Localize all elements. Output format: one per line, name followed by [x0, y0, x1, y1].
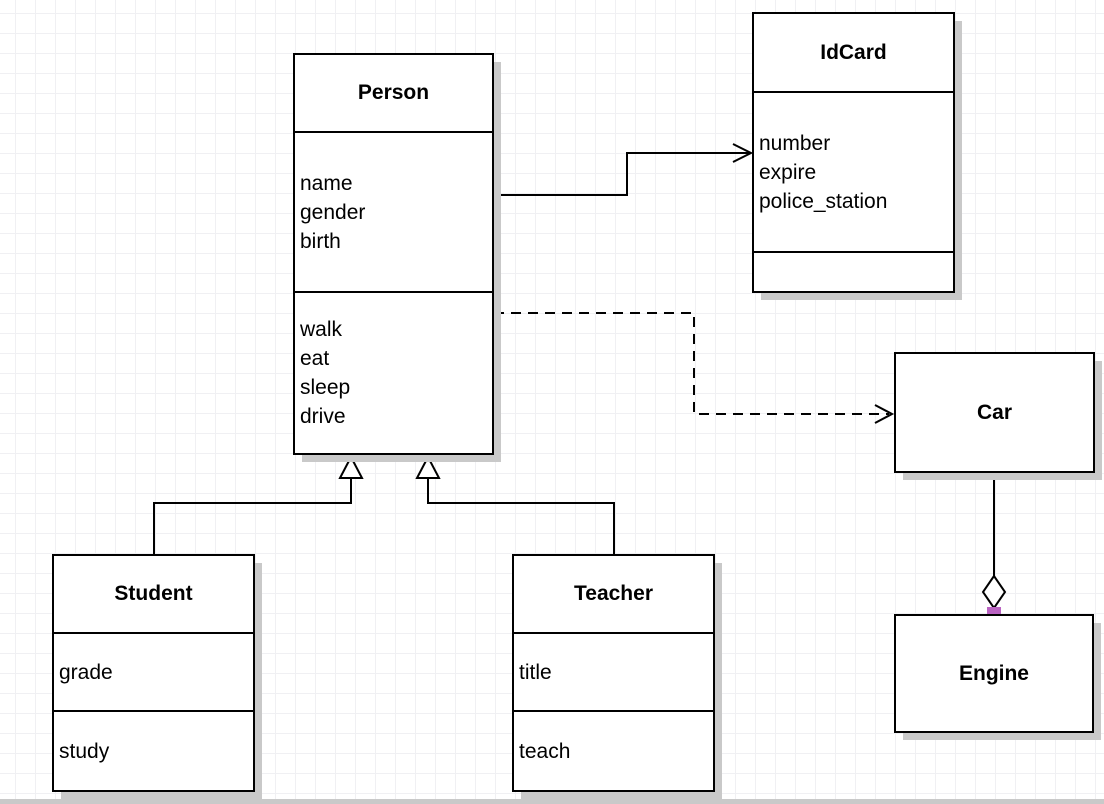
class-methods-section: teach	[514, 712, 713, 790]
class-title: Teacher	[514, 556, 713, 634]
class-methods-section	[754, 253, 953, 291]
class-box-car[interactable]: Car	[894, 352, 1095, 473]
generalization-student-person[interactable]	[153, 454, 364, 554]
method: study	[59, 739, 110, 763]
class-methods-section: study	[54, 712, 253, 790]
class-box-idcard[interactable]: IdCard number expire police_station	[752, 12, 955, 293]
class-box-person[interactable]: Person name gender birth walk eat sleep …	[293, 53, 494, 455]
class-title: IdCard	[754, 14, 953, 93]
attribute: grade	[59, 660, 113, 684]
attribute: number	[759, 131, 831, 155]
attribute: birth	[300, 229, 341, 253]
class-title: Engine	[958, 661, 1029, 685]
attribute: police_station	[759, 189, 888, 213]
class-attributes-section: number expire police_station	[754, 93, 953, 253]
method: drive	[300, 405, 346, 428]
attribute: title	[519, 660, 552, 684]
association-person-idcard[interactable]	[494, 143, 754, 196]
dependency-person-car[interactable]	[494, 312, 895, 424]
class-attributes-section: grade	[54, 634, 253, 712]
open-arrow-icon	[732, 143, 754, 163]
method: eat	[300, 347, 330, 370]
hollow-diamond-icon	[981, 574, 1007, 610]
class-methods-section: walk eat sleep drive	[295, 293, 492, 453]
hollow-triangle-icon	[415, 454, 441, 479]
canvas-bottom-edge	[0, 799, 1104, 804]
method: sleep	[300, 376, 351, 399]
method: teach	[519, 739, 571, 763]
class-attributes-section: title	[514, 634, 713, 712]
attribute: gender	[300, 200, 366, 224]
attribute: name	[300, 171, 353, 195]
open-arrow-icon	[874, 404, 895, 424]
class-title: Person	[295, 55, 492, 133]
class-box-teacher[interactable]: Teacher title teach	[512, 554, 715, 792]
class-box-engine[interactable]: Engine	[894, 614, 1094, 733]
class-title: Car	[976, 400, 1013, 424]
class-attributes-section: name gender birth	[295, 133, 492, 293]
class-title: Student	[54, 556, 253, 634]
aggregation-car-engine[interactable]	[981, 466, 1007, 621]
method: walk	[300, 318, 343, 341]
generalization-teacher-person[interactable]	[415, 454, 615, 554]
hollow-triangle-icon	[338, 454, 364, 479]
attribute: expire	[759, 160, 817, 184]
class-box-student[interactable]: Student grade study	[52, 554, 255, 792]
